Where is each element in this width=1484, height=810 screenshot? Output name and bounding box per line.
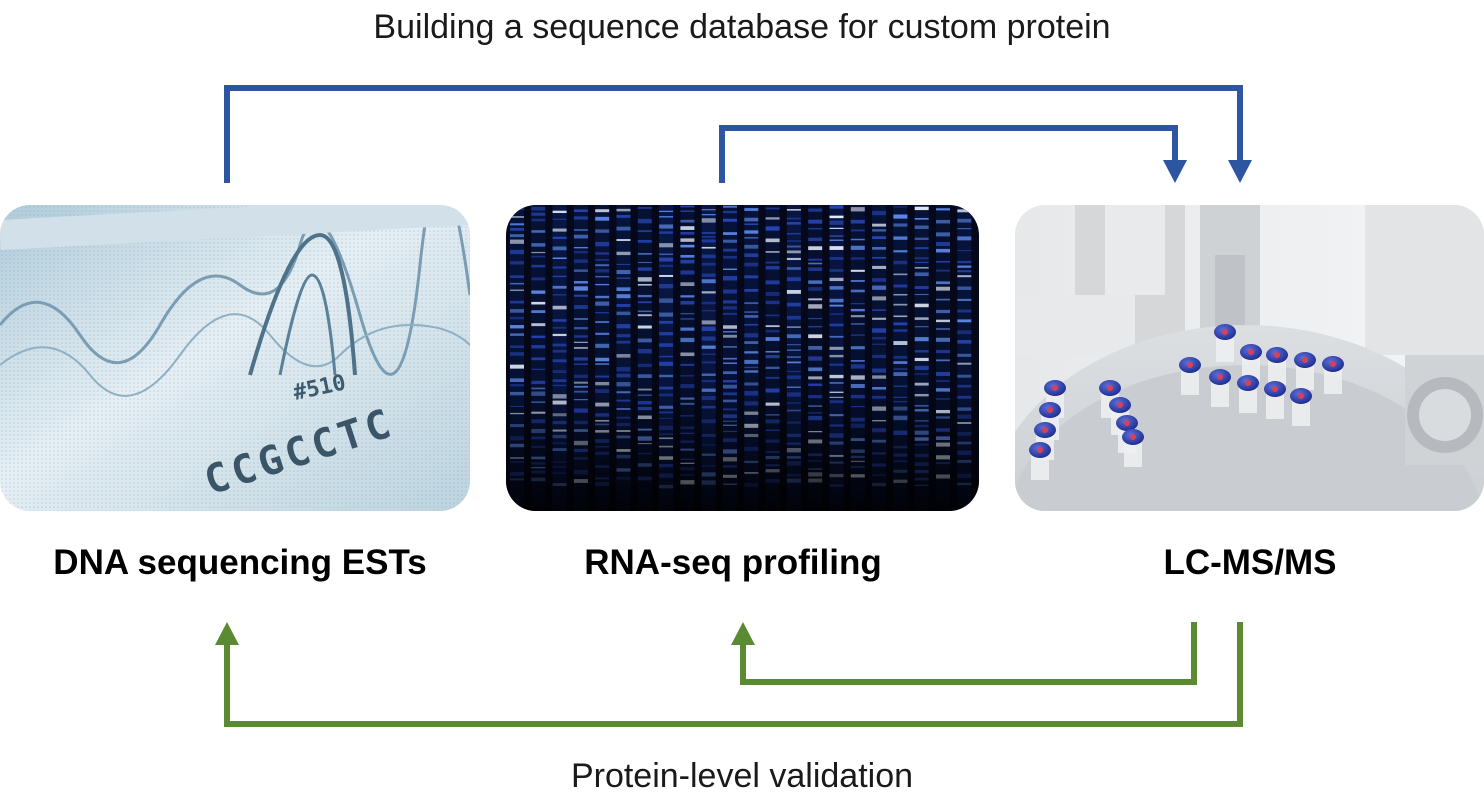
bottom-caption: Protein-level validation xyxy=(570,757,914,795)
node-label-dna: DNA sequencing ESTs xyxy=(53,543,427,582)
top-caption: Building a sequence database for custom … xyxy=(373,8,1111,46)
dna-sequencing-image: #510 CCGCCTC xyxy=(0,205,470,511)
rna-seq-image xyxy=(506,205,979,511)
node-label-rna: RNA-seq profiling xyxy=(584,543,882,582)
lcms-instrument-image xyxy=(1015,205,1484,511)
node-label-lcms: LC-MS/MS xyxy=(1163,543,1337,582)
arrow-lcms-to-rna xyxy=(731,622,1197,685)
arrow-dna-to-lcms xyxy=(224,85,1252,183)
arrow-rna-to-lcms xyxy=(719,125,1187,183)
arrow-lcms-to-dna xyxy=(215,622,1243,727)
